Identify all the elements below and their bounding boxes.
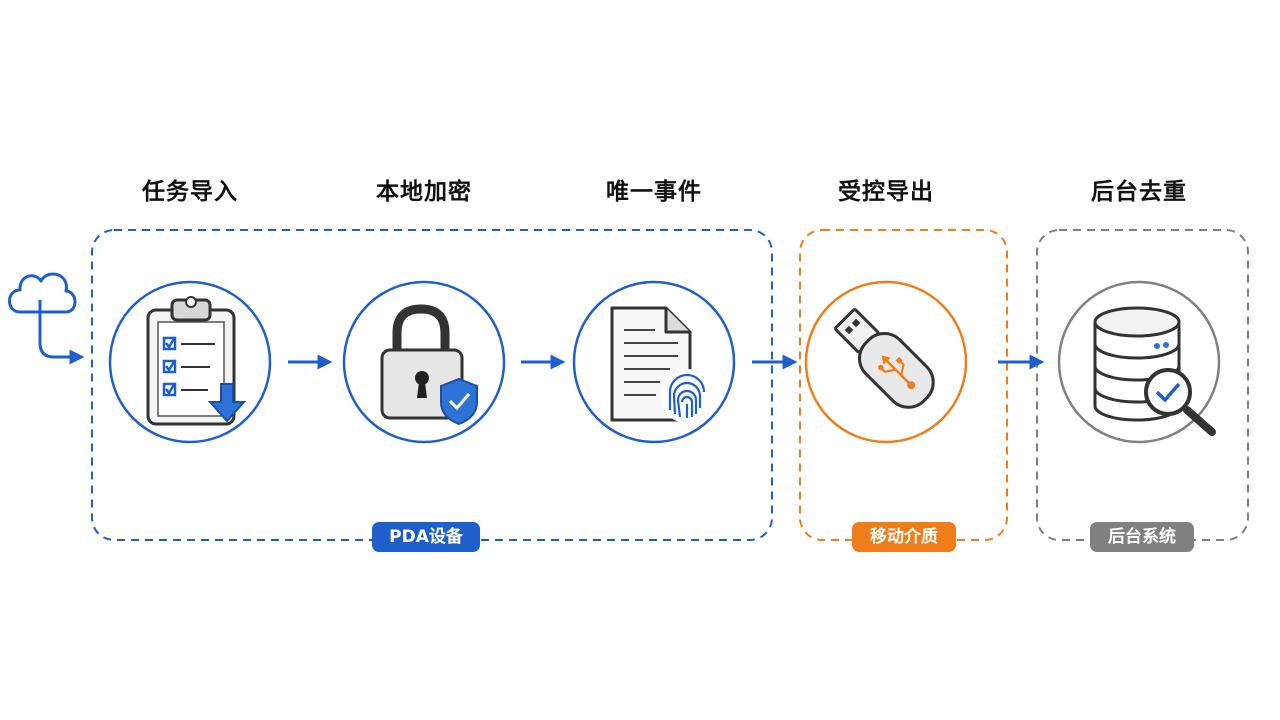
database-search-icon [1093, 306, 1216, 436]
group-label-pda: PDA设备 [372, 522, 480, 552]
group-label-backend: 后台系统 [1090, 522, 1194, 552]
step-title-4: 受控导出 [838, 179, 934, 205]
step-title-5: 后台去重 [1091, 179, 1187, 205]
step-title-1: 任务导入 [142, 179, 238, 205]
clipboard-checklist-icon [146, 296, 247, 426]
group-label-mobile-media: 移动介质 [852, 522, 956, 552]
step-title-3: 唯一事件 [606, 179, 702, 205]
padlock-shield-icon [380, 304, 478, 426]
step-title-2: 本地加密 [376, 179, 472, 205]
document-fingerprint-icon [610, 306, 714, 423]
cloud-icon [8, 272, 85, 365]
usb-drive-icon [834, 308, 935, 409]
